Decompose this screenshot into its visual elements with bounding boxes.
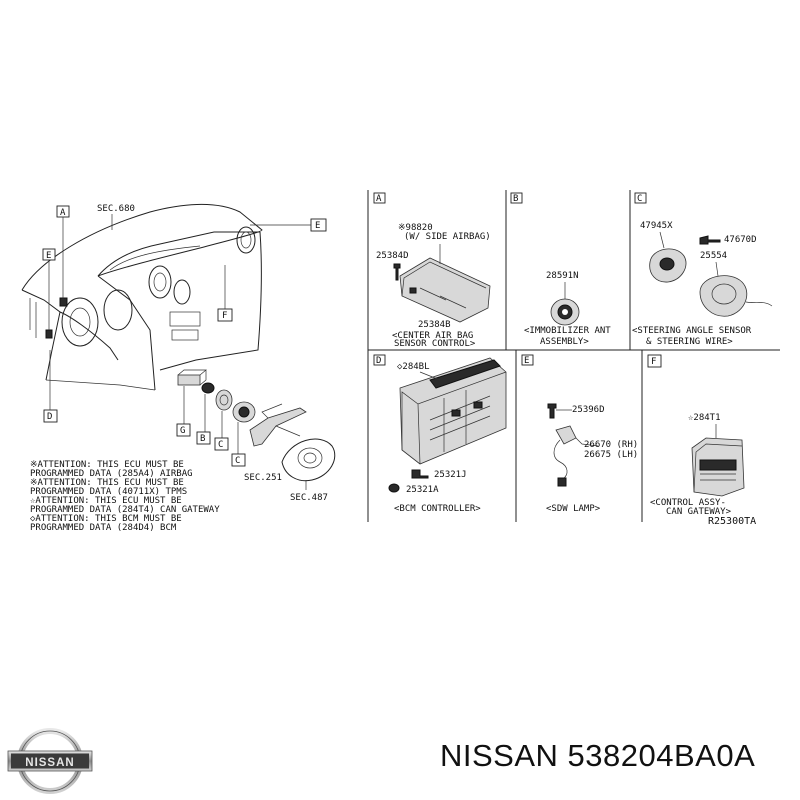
sec-487-label: SEC.487 xyxy=(290,493,328,503)
panel-a: A ※98820 (W/ SIDE AIRBAG) 25384D 25384B … xyxy=(373,192,491,349)
panel-d-label: D xyxy=(376,356,381,366)
nissan-logo: NISSAN xyxy=(7,728,93,794)
callout-g: G xyxy=(180,426,185,436)
panel-e-part-26675: 26675 (LH) xyxy=(584,450,638,460)
panel-a-part-25384d: 25384D xyxy=(376,251,409,261)
callout-d: D xyxy=(47,412,52,422)
overview-components: G B C C SEC.251 SEC.487 xyxy=(176,369,336,503)
panel-f-part-284t1: ☆284T1 xyxy=(688,413,721,423)
panel-c-part-47945x: 47945X xyxy=(640,221,673,231)
panel-c-caption-2: & STEERING WIRE> xyxy=(646,337,733,347)
panel-f-caption-1: <CONTROL ASSY- xyxy=(650,498,726,508)
panel-grid xyxy=(367,190,780,522)
panel-c-part-25554: 25554 xyxy=(700,251,727,261)
panel-d-part-25321a: 25321A xyxy=(406,485,439,495)
panel-d-part-25321j: 25321J xyxy=(434,470,467,480)
panel-a-part-98820: ※98820 xyxy=(398,223,433,233)
callout-a: A xyxy=(60,208,66,218)
callout-b: B xyxy=(200,434,205,444)
panel-b-part-28591n: 28591N xyxy=(546,271,579,281)
sec-251-label: SEC.251 xyxy=(244,473,282,483)
panel-c-part-47670d: 47670D xyxy=(724,235,757,245)
panel-e-part-25396d: 25396D xyxy=(572,405,605,415)
part-title: NISSAN 538204BA0A xyxy=(440,738,756,773)
panel-f-caption-2: CAN GATEWAY> xyxy=(666,507,732,517)
attention-note-8: PROGRAMMED DATA (284D4) BCM xyxy=(30,523,177,533)
panel-c: C 47945X 47670D 25554 <STEERING ANGLE SE… xyxy=(632,192,773,347)
attention-note-4: PROGRAMMED DATA (40711X) TPMS xyxy=(30,487,187,497)
panel-d: D ◇284BL 25321J 25321A <BCM CONTROLLER> xyxy=(373,354,507,514)
attention-note-2: PROGRAMMED DATA (285A4) AIRBAG xyxy=(30,469,193,479)
panel-c-caption-1: <STEERING ANGLE SENSOR xyxy=(632,326,752,336)
attention-note-3: ※ATTENTION: THIS ECU MUST BE xyxy=(30,478,184,488)
panel-e-caption-1: <SDW LAMP> xyxy=(546,504,601,514)
attention-notes: ※ATTENTION: THIS ECU MUST BE PROGRAMMED … xyxy=(30,460,220,533)
panel-c-label: C xyxy=(637,194,642,204)
panel-b: B 28591N <IMMOBILIZER ANT ASSEMBLY> xyxy=(510,192,611,347)
nissan-logo-text: NISSAN xyxy=(25,757,74,769)
panel-d-part-284bl: ◇284BL xyxy=(397,362,430,372)
dashboard-overview: A E E F D SEC.680 xyxy=(21,204,327,423)
callout-c-lower: C xyxy=(235,456,240,466)
panel-b-caption-2: ASSEMBLY> xyxy=(540,337,589,347)
panel-e: E 25396D 26670 (RH) 26675 (LH) <SDW LAMP… xyxy=(521,354,638,514)
panel-d-caption-1: <BCM CONTROLLER> xyxy=(394,504,481,514)
panel-a-side-airbag-note: (W/ SIDE AIRBAG) xyxy=(404,232,491,242)
panel-b-label: B xyxy=(513,194,518,204)
attention-note-7: ◇ATTENTION: THIS BCM MUST BE xyxy=(30,514,182,524)
attention-note-5: ☆ATTENTION: THIS ECU MUST BE xyxy=(30,496,182,506)
panel-e-part-26670: 26670 (RH) xyxy=(584,440,638,450)
callout-c-upper: C xyxy=(218,440,223,450)
panel-a-part-25384b: 25384B xyxy=(418,320,451,330)
callout-e-left: E xyxy=(46,251,51,261)
attention-note-6: PROGRAMMED DATA (284T4) CAN GATEWAY xyxy=(30,505,220,515)
panel-e-label: E xyxy=(524,356,529,366)
callout-f: F xyxy=(222,311,227,321)
sec-680-label: SEC.680 xyxy=(97,204,135,214)
callout-e-right: E xyxy=(315,221,320,231)
attention-note-1: ※ATTENTION: THIS ECU MUST BE xyxy=(30,460,184,470)
panel-b-caption-1: <IMMOBILIZER ANT xyxy=(524,326,611,336)
diagram-code: R25300TA xyxy=(708,516,756,527)
panel-a-caption-2: SENSOR CONTROL> xyxy=(394,339,476,349)
panel-f: F ☆284T1 <CONTROL ASSY- CAN GATEWAY> R25… xyxy=(647,354,756,527)
panel-f-label: F xyxy=(651,357,656,367)
panel-a-caption-1: <CENTER AIR BAG xyxy=(392,331,473,341)
panel-a-label: A xyxy=(376,194,382,204)
